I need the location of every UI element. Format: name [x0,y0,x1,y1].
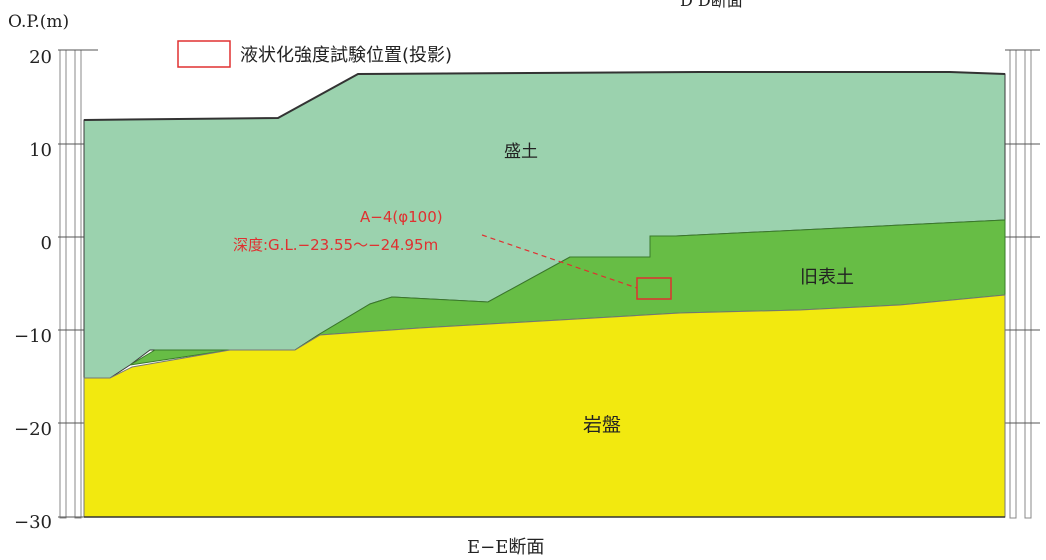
y-tick-label: −20 [14,419,52,440]
legend-label: 液状化強度試験位置(投影) [240,45,452,66]
top-partial-label: D D断面 [680,0,743,10]
y-tick-label: 20 [29,47,52,68]
left-axis [58,49,98,519]
legend-swatch [177,40,231,68]
bedrock-layer [83,294,1006,518]
y-tick-label: −30 [14,512,52,533]
y-tick-label: 0 [41,233,52,254]
y-tick-label: 10 [29,140,52,161]
y-tick-label: −10 [14,326,52,347]
sample-position-box [636,277,672,300]
sample-id: A−4(φ100) [360,208,443,226]
section-title: E−E断面 [467,537,544,558]
sample-depth: 深度:G.L.−23.55〜−24.95m [233,236,438,254]
tick-marks [58,143,1040,518]
y-axis-unit: O.P.(m) [8,12,69,32]
ground-surface-line [83,71,1006,121]
layer-label-old-topsoil: 旧表土 [800,267,854,288]
right-axis [1005,49,1040,519]
layer-label-bedrock: 岩盤 [583,414,621,436]
sample-leader-line [481,234,638,289]
layer-label-fill: 盛土 [504,142,538,162]
